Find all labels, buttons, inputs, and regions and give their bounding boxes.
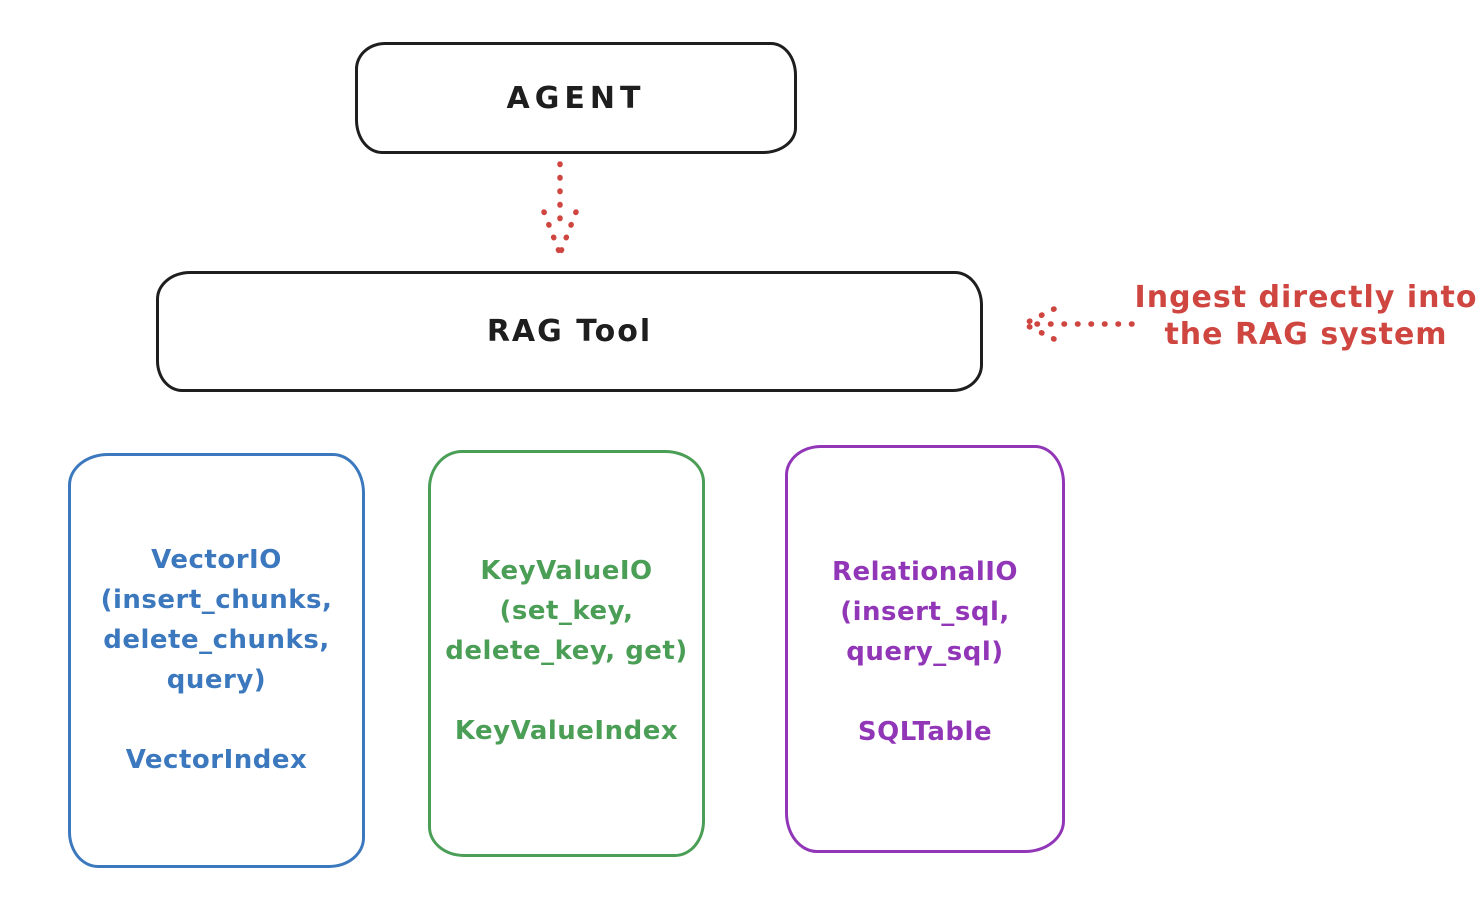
relational-io-node: RelationalIO (insert_sql, query_sql) SQL… [785, 445, 1065, 853]
key-value-io-line-1: KeyValueIO [480, 556, 653, 586]
relational-io-methods: RelationalIO (insert_sql, query_sql) [832, 552, 1018, 672]
sql-table-label: SQLTable [857, 717, 993, 747]
agent-label: AGENT [506, 80, 646, 116]
agent-node: AGENT [355, 42, 797, 154]
ingest-annotation-line-2: the RAG system [1164, 317, 1448, 352]
vector-io-node: VectorIO (insert_chunks, delete_chunks, … [68, 453, 365, 868]
vector-io-line-1: VectorIO [151, 545, 282, 575]
ingest-annotation-line-1: Ingest directly into [1134, 280, 1478, 315]
vector-index-label: VectorIndex [125, 745, 308, 775]
vector-io-line-3: delete_chunks, [103, 625, 330, 655]
key-value-io-line-2: (set_key, [499, 596, 634, 626]
relational-io-line-3: query_sql) [846, 637, 1004, 667]
key-value-io-line-3: delete_key, get) [445, 636, 688, 666]
vector-io-line-2: (insert_chunks, [100, 585, 333, 615]
relational-io-line-1: RelationalIO [831, 557, 1019, 587]
vector-io-line-4: query) [166, 665, 267, 695]
ingest-annotation: Ingest directly into the RAG system [1128, 279, 1484, 353]
key-value-io-methods: KeyValueIO (set_key, delete_key, get) [445, 551, 688, 671]
rag-tool-node: RAG Tool [156, 271, 983, 392]
key-value-index-label: KeyValueIndex [454, 716, 679, 746]
relational-io-line-2: (insert_sql, [840, 597, 1010, 627]
vector-io-methods: VectorIO (insert_chunks, delete_chunks, … [101, 540, 333, 700]
ingest-annotation-arrow-icon [1021, 306, 1135, 342]
agent-to-ragtool-arrow-icon [541, 161, 579, 257]
rag-tool-label: RAG Tool [486, 314, 653, 349]
key-value-io-node: KeyValueIO (set_key, delete_key, get) Ke… [428, 450, 705, 857]
